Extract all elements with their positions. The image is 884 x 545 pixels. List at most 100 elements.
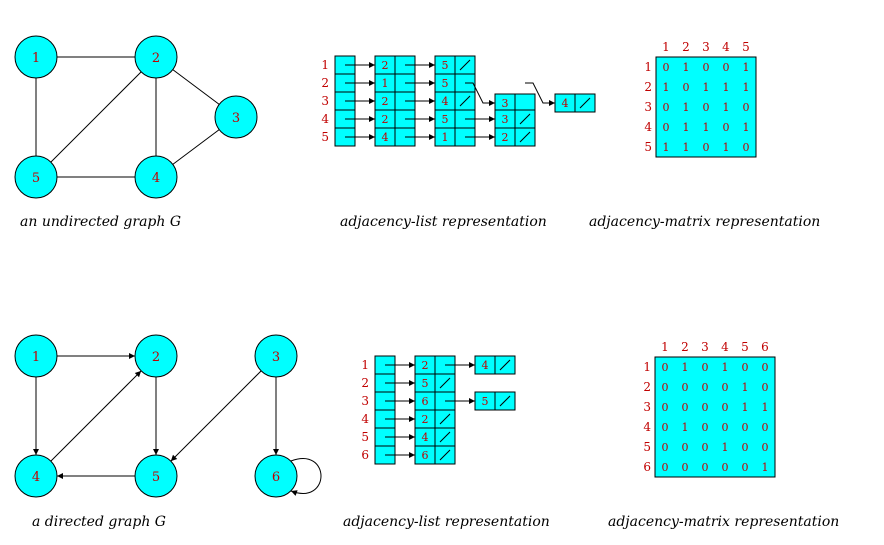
dir-matrix-cell-4-6: 0 [762, 421, 769, 434]
dir-matrix-cell-3-5: 1 [742, 401, 749, 414]
und-matrix-cell-2-2: 0 [683, 81, 690, 94]
dir-matrix-col-6: 6 [761, 340, 769, 354]
und-matrix-row-5: 5 [644, 140, 652, 154]
dir-matrix-cell-4-1: 0 [662, 421, 669, 434]
und-node-1 [14, 35, 58, 79]
dir-matrix-cell-2-4: 0 [722, 381, 729, 394]
und-matrix-cell-2-3: 1 [703, 81, 710, 94]
dir-matrix-row-1: 1 [643, 360, 651, 374]
dir-matrix-cell-3-2: 0 [682, 401, 689, 414]
und-matrix-cell-3-4: 1 [723, 101, 730, 114]
und-node-1-label: 1 [32, 51, 40, 66]
dir-node-4 [14, 454, 58, 498]
dir-matrix-cell-5-4: 1 [722, 441, 729, 454]
dir-list-row-4-label: 4 [361, 412, 369, 426]
dir-matrix-cell-4-5: 0 [742, 421, 749, 434]
directed-matrix-caption: adjacency-matrix representation [608, 514, 839, 530]
dir-list-row-1-label: 1 [361, 358, 369, 372]
und-node-4 [134, 155, 178, 199]
dir-list-null-5 [439, 431, 451, 443]
und-node-4-label: 4 [152, 171, 160, 186]
dir-node-3 [254, 334, 298, 378]
dir-matrix-col-3: 3 [701, 340, 709, 354]
dir-matrix-cell-1-4: 1 [722, 361, 729, 374]
dir-matrix-cell-3-1: 0 [662, 401, 669, 414]
dir-matrix-cell-1-3: 0 [702, 361, 709, 374]
und-list-null-2 [579, 97, 591, 109]
dir-matrix-row-5: 5 [643, 440, 651, 454]
und-matrix-cell-5-5: 0 [743, 141, 750, 154]
dir-edge-3-5 [170, 370, 262, 462]
dir-matrix-cell-6-5: 0 [742, 461, 749, 474]
dir-list-row-3-label: 3 [361, 394, 369, 408]
und-list-null-1 [459, 59, 471, 71]
und-matrix-row-1: 1 [644, 60, 652, 74]
dir-matrix-cell-3-3: 0 [702, 401, 709, 414]
dir-matrix-cell-5-3: 0 [702, 441, 709, 454]
und-list-value-2-3: 4 [562, 97, 569, 110]
und-matrix-col-1: 1 [662, 40, 670, 54]
und-node-2-label: 2 [152, 51, 160, 66]
und-matrix-cell-4-5: 1 [743, 121, 750, 134]
und-matrix-cell-2-4: 1 [723, 81, 730, 94]
directed-graph-caption: a directed graph G [32, 514, 166, 530]
dir-matrix-row-2: 2 [643, 380, 651, 394]
und-matrix-cell-2-1: 1 [663, 81, 670, 94]
dir-matrix-cell-5-1: 0 [662, 441, 669, 454]
dir-matrix-cell-1-6: 0 [762, 361, 769, 374]
und-matrix-row-4: 4 [644, 120, 652, 134]
dir-node-1-label: 1 [32, 350, 40, 365]
und-matrix-cell-1-3: 0 [703, 61, 710, 74]
und-list-value-5-2: 2 [502, 131, 509, 144]
dir-node-3-label: 3 [272, 350, 280, 365]
dir-matrix-cell-1-1: 0 [662, 361, 669, 374]
dir-matrix-col-1: 1 [661, 340, 669, 354]
dir-list-value-6-0: 6 [422, 449, 429, 462]
und-matrix-cell-5-2: 1 [683, 141, 690, 154]
und-list-value-2-0: 1 [382, 77, 389, 90]
undirected-graph-caption: an undirected graph G [20, 214, 181, 230]
dir-matrix-cell-5-5: 0 [742, 441, 749, 454]
dir-matrix-cell-4-4: 0 [722, 421, 729, 434]
dir-list-null-4 [439, 413, 451, 425]
und-matrix-cell-5-3: 0 [703, 141, 710, 154]
dir-edge-4-2 [50, 370, 142, 462]
dir-matrix-row-4: 4 [643, 420, 651, 434]
dir-node-1 [14, 334, 58, 378]
dir-matrix-cell-1-5: 0 [742, 361, 749, 374]
dir-matrix-cell-4-3: 0 [702, 421, 709, 434]
dir-node-2 [134, 334, 178, 378]
dir-list-null-2 [439, 377, 451, 389]
und-edge-2-5 [50, 71, 142, 163]
dir-matrix-row-3: 3 [643, 400, 651, 414]
und-matrix-cell-2-5: 1 [743, 81, 750, 94]
und-list-row-2-label: 2 [321, 76, 329, 90]
und-list-ptr-2-2 [514, 93, 536, 113]
und-list-null-5 [519, 131, 531, 143]
und-list-row-1-label: 1 [321, 58, 329, 72]
und-matrix-cell-1-1: 0 [663, 61, 670, 74]
dir-node-6-label: 6 [272, 470, 280, 485]
und-matrix-cell-3-3: 0 [703, 101, 710, 114]
und-list-value-4-1: 5 [442, 113, 449, 126]
dir-list-value-3-0: 6 [422, 395, 429, 408]
und-matrix-cell-5-4: 1 [723, 141, 730, 154]
undirected-matrix-caption: adjacency-matrix representation [589, 214, 820, 230]
dir-list-row-5-label: 5 [361, 430, 369, 444]
und-list-value-3-1: 4 [442, 95, 449, 108]
und-list-row-3-label: 3 [321, 94, 329, 108]
und-matrix-col-3: 3 [702, 40, 710, 54]
dir-list-null-1 [499, 359, 511, 371]
und-matrix-cell-3-2: 1 [683, 101, 690, 114]
dir-list-null-3 [499, 395, 511, 407]
dir-matrix-col-2: 2 [681, 340, 689, 354]
dir-node-4-label: 4 [32, 470, 40, 485]
dir-matrix-cell-2-1: 0 [662, 381, 669, 394]
und-matrix-cell-4-2: 1 [683, 121, 690, 134]
